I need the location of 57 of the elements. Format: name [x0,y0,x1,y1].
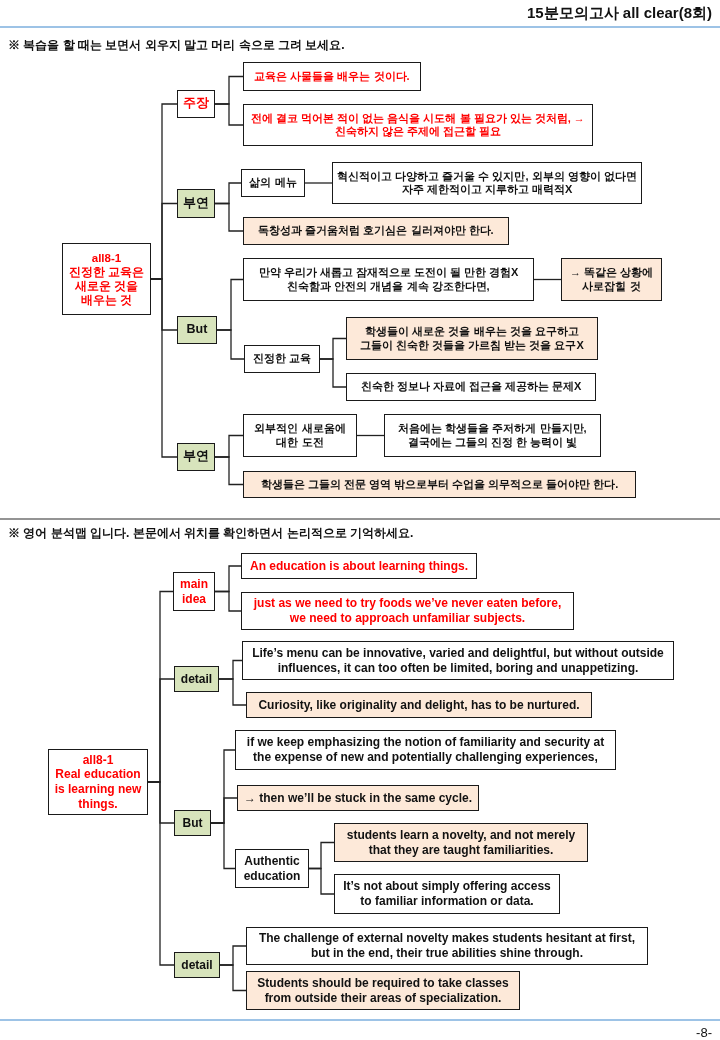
category-tag: 부연 [177,443,215,471]
topic-box [48,749,148,815]
connector-line [214,456,244,486]
instruction-note: ※ 복습을 할 때는 보면서 외우지 말고 머리 속으로 그려 보세요. [8,37,345,53]
topic-box [62,243,151,315]
subtopic-box: 삶의 메뉴 [241,169,305,197]
topic-code: all8-1 [82,752,114,768]
highlight-box: 학생들이 새로운 것을 배우는 것을 요구하고 그들이 친숙한 것들을 가르침 받는 것을 요구X [346,317,598,360]
connector-line [533,278,562,281]
connector-line [304,182,333,184]
instruction-note: ※ 영어 분석맵 입니다. 본문에서 위치를 확인하면서 논리적으로 기억하세요. [8,525,414,541]
highlight-box: 독창성과 즐거움처럼 호기심은 길러져야만 한다. [243,217,509,245]
connector-line [319,358,347,388]
note-box: 친숙한 정보나 자료에 접근을 제공하는 문제X [346,373,596,401]
connector-line [219,964,247,992]
main-idea-box: 전에 결코 먹어본 적이 없는 음식을 시도해 볼 필요가 있는 것처럼, → 친숙하지 않은 주제에 접근할 필요 [243,104,593,146]
note-box: 혁신적이고 다양하고 즐거울 수 있지만, 외부의 영향이 없다면 자주 제한적이고 지루하고 매력적X [332,162,642,204]
highlight-box: students learn a novelty, and not merely that they are taught familiarities. [334,823,588,862]
main-idea-box: An education is about learning things. [241,553,477,579]
category-tag: 부연 [177,189,215,218]
topic-text: Real education is learning new things. [53,767,143,812]
category-tag: detail [174,666,219,692]
category-tag: But [174,810,211,836]
note-box: Life’s menu can be innovative, varied and delightful, but without outside influences, it can too often be limited, boring and unappetizing. [242,641,674,680]
subtopic-box: 외부적인 새로움에 대한 도전 [243,414,357,457]
connector-line [214,590,242,612]
note-box: if we keep emphasizing the notion of familiarity and security at the expense of new and potentially challenging experiences, [235,730,616,770]
page-number: -8- [696,1025,712,1040]
connector-line [218,678,247,706]
category-tag: detail [174,952,220,978]
note-box: 만약 우리가 새롭고 잠재적으로 도전이 될 만한 경험X 친숙함과 안전의 개념을 계속 강조한다면, [243,258,534,301]
subtopic-box: Authentic education [235,849,309,888]
highlight-box: Students should be required to take classes from outside their areas of specialization. [246,971,520,1010]
connector-line [216,329,245,360]
connector-line [210,822,236,870]
note-box: 처음에는 학생들을 주저하게 만들지만, 결국에는 그들의 진정 한 능력이 빛 [384,414,601,457]
topic-code: all8-1 [91,250,122,265]
connector-line [147,781,175,966]
category-tag: But [177,316,217,344]
category-tag: 주장 [177,90,215,118]
connector-line [356,434,385,437]
connector-line [214,103,244,126]
note-box: The challenge of external novelty makes students hesitant at first, but in the end, their true abilities shine through. [246,927,648,965]
connector-line [214,202,244,232]
main-idea-box: 교육은 사물들을 배우는 것이다. [243,62,421,91]
subtopic-box: 진정한 교육 [244,345,320,373]
category-tag: main idea [173,572,215,611]
topic-text: 진정한 교육은 새로운 것을 배우는 것 [67,265,146,308]
highlight-box: Curiosity, like originality and delight, has to be nurtured. [246,692,592,718]
connector-line [308,867,335,895]
connector-line [150,278,178,458]
highlight-box: 학생들은 그들의 전문 영역 밖으로부터 수업을 의무적으로 들어야만 한다. [243,471,636,498]
highlight-box: → then we’ll be stuck in the same cycle. [237,785,479,811]
note-box: It’s not about simply offering access to familiar information or data. [334,874,560,914]
main-idea-box: just as we need to try foods we’ve never eaten before, we need to approach unfamiliar subjects. [241,592,574,630]
page-title: 15분모의고사 all clear(8회) [526,5,712,21]
highlight-box: → 똑같은 상황에 사로잡힐 것 [561,258,662,301]
